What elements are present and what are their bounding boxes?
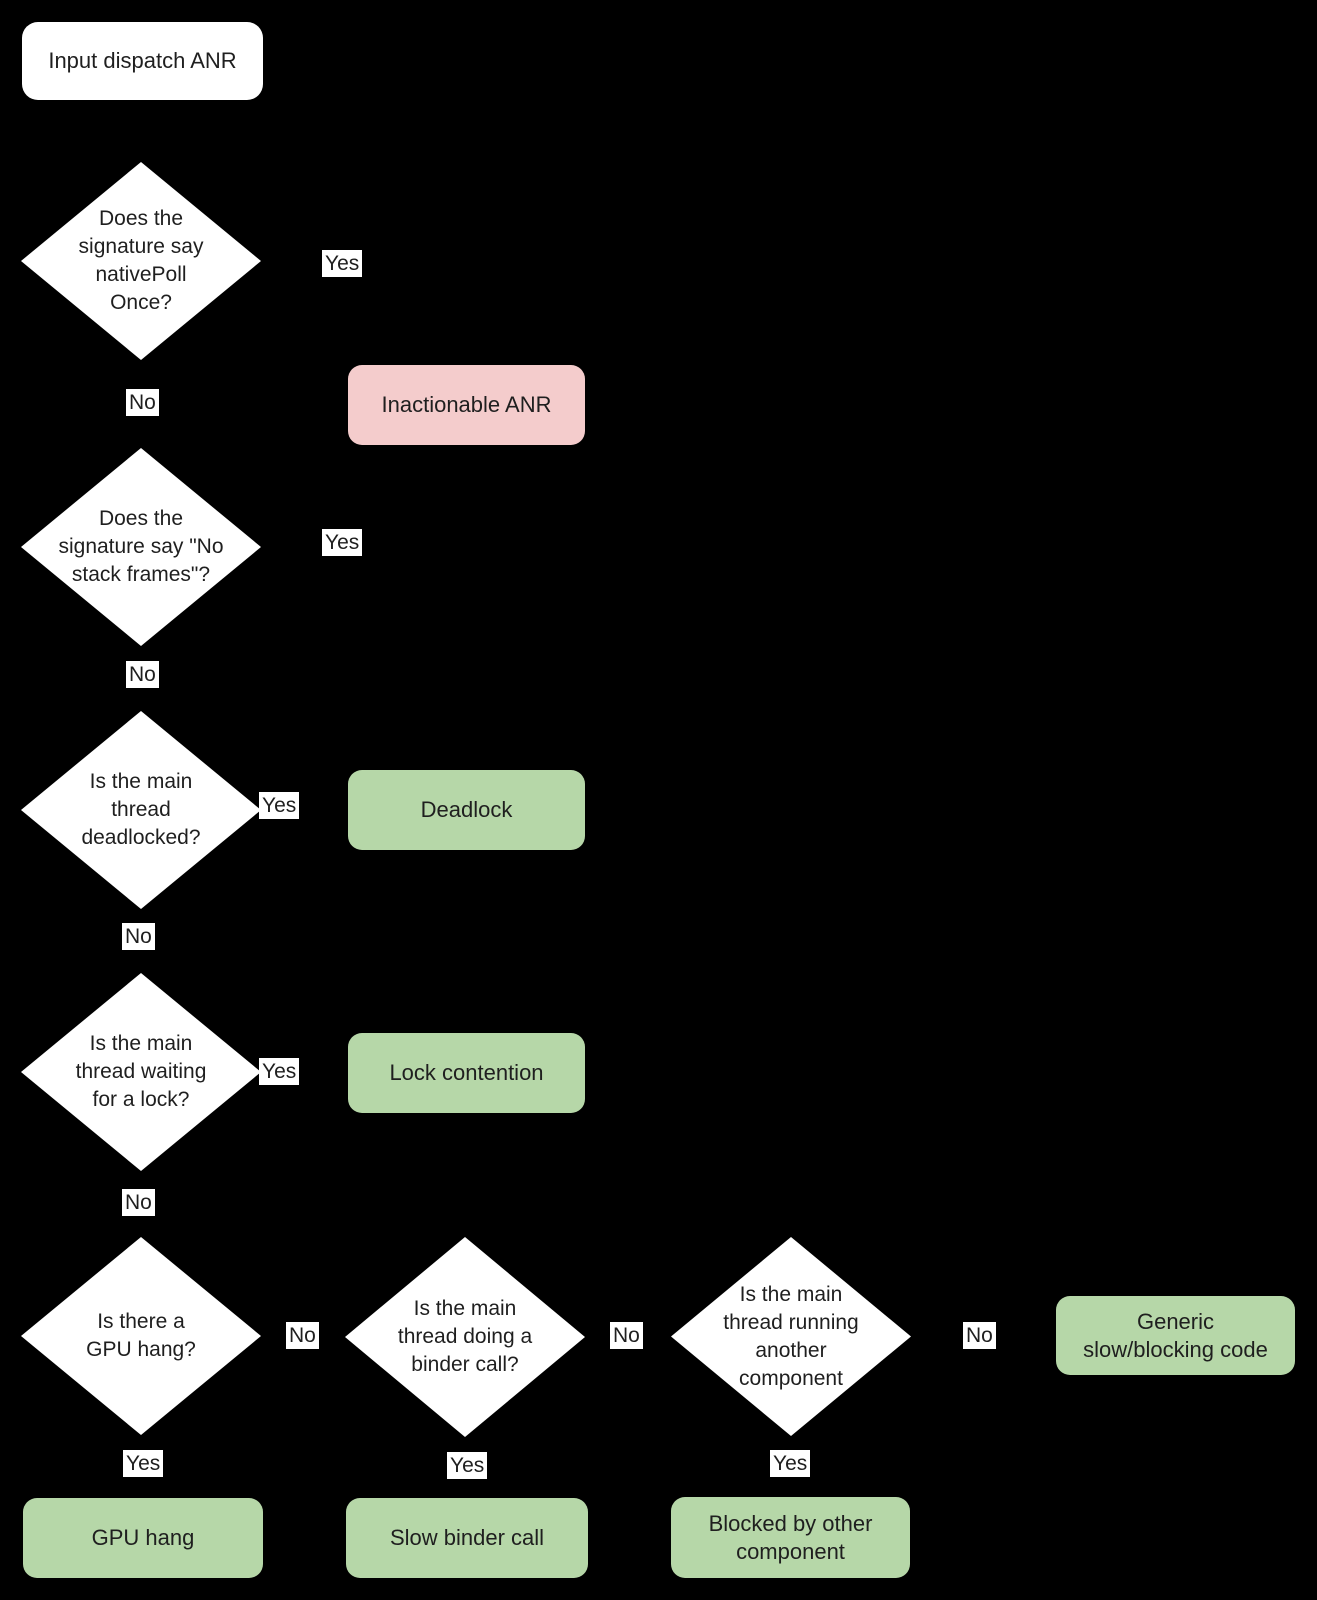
edge-label-gpu-hang-no: No <box>286 1322 319 1349</box>
result-slow-binder-call: Slow binder call <box>346 1498 588 1578</box>
result-generic-slow-blocking-code: Generic slow/blocking code <box>1056 1296 1295 1375</box>
edge-label-no-stack-frames-yes: Yes <box>322 529 363 556</box>
edge-label-waiting-lock-no: No <box>122 1189 155 1216</box>
start-node-input-dispatch-anr: Input dispatch ANR <box>22 22 263 100</box>
edge-label-deadlocked-yes: Yes <box>259 792 300 819</box>
decision-another-component: Is the main thread running another compo… <box>671 1237 911 1436</box>
edge-label-another-component-yes: Yes <box>770 1450 811 1477</box>
result-blocked-by-other-component: Blocked by other component <box>671 1497 910 1578</box>
decision-main-thread-deadlocked: Is the main thread deadlocked? <box>21 711 261 909</box>
edge-label-no-stack-frames-no: No <box>126 661 159 688</box>
decision-no-stack-frames: Does the signature say "No stack frames"… <box>21 448 261 646</box>
decision-gpu-hang: Is there a GPU hang? <box>21 1237 261 1435</box>
decision-main-thread-waiting-lock: Is the main thread waiting for a lock? <box>21 973 261 1171</box>
edge-label-deadlocked-no: No <box>122 923 155 950</box>
edge-label-native-poll-no: No <box>126 389 159 416</box>
decision-binder-call: Is the main thread doing a binder call? <box>345 1237 585 1437</box>
edge-label-native-poll-yes: Yes <box>322 250 363 277</box>
result-lock-contention: Lock contention <box>348 1033 585 1113</box>
result-gpu-hang: GPU hang <box>23 1498 263 1578</box>
edge-label-waiting-lock-yes: Yes <box>259 1058 300 1085</box>
edge-label-another-component-no: No <box>963 1322 996 1349</box>
result-inactionable-anr: Inactionable ANR <box>348 365 585 445</box>
edge-label-binder-call-no: No <box>610 1322 643 1349</box>
result-deadlock: Deadlock <box>348 770 585 850</box>
edge-label-gpu-hang-yes: Yes <box>123 1450 164 1477</box>
edge-label-binder-call-yes: Yes <box>447 1452 488 1479</box>
decision-native-poll-once: Does the signature say nativePoll Once? <box>21 162 261 360</box>
